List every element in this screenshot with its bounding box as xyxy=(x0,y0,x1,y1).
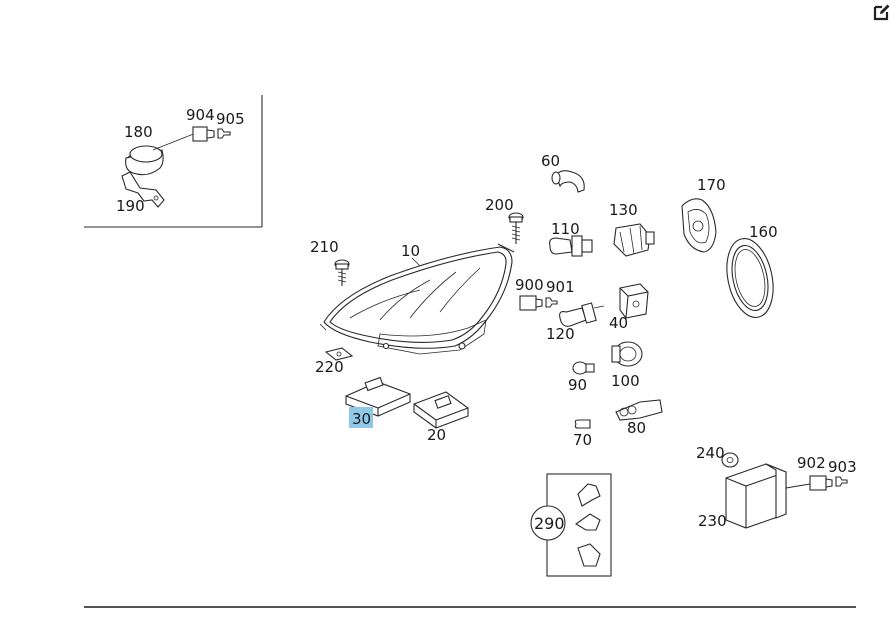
label-110[interactable]: 110 xyxy=(551,220,580,238)
label-70[interactable]: 70 xyxy=(573,431,592,449)
inset-box xyxy=(84,95,263,228)
label-180: 180 xyxy=(124,123,153,141)
label-30[interactable]: 30 xyxy=(352,410,371,428)
label-230[interactable]: 230 xyxy=(698,512,727,530)
part-80-socket[interactable] xyxy=(615,399,663,421)
label-60[interactable]: 60 xyxy=(541,152,560,170)
label-220[interactable]: 220 xyxy=(315,358,344,376)
part-120-bulb[interactable] xyxy=(559,302,605,327)
part-900-connector[interactable] xyxy=(519,295,543,311)
label-210[interactable]: 210 xyxy=(310,238,339,256)
label-903[interactable]: 903 xyxy=(828,458,857,476)
label-120[interactable]: 120 xyxy=(546,325,575,343)
part-130-socket[interactable] xyxy=(613,223,655,257)
part-220-clip[interactable] xyxy=(324,347,354,361)
part-240-washer[interactable] xyxy=(721,452,739,468)
highlight-30 xyxy=(349,407,373,428)
part-70-bulb[interactable] xyxy=(574,419,591,429)
label-902[interactable]: 902 xyxy=(797,454,826,472)
edit-button[interactable] xyxy=(872,2,892,22)
label-200[interactable]: 200 xyxy=(485,196,514,214)
part-170-cap[interactable] xyxy=(681,198,717,253)
label-900[interactable]: 900 xyxy=(515,276,544,294)
label-905: 905 xyxy=(216,110,245,128)
label-160[interactable]: 160 xyxy=(749,223,778,241)
part-40-cover[interactable] xyxy=(619,283,649,319)
part-210-screw[interactable] xyxy=(334,259,350,286)
part-10-headlamp[interactable] xyxy=(319,243,515,355)
part-230-igniter[interactable] xyxy=(725,463,811,529)
part-901-pin[interactable] xyxy=(545,297,558,308)
label-80[interactable]: 80 xyxy=(627,419,646,437)
label-240[interactable]: 240 xyxy=(696,444,725,462)
part-902-connector[interactable] xyxy=(809,475,833,491)
part-20-control-unit[interactable] xyxy=(413,391,469,429)
label-170[interactable]: 170 xyxy=(697,176,726,194)
part-904-connector[interactable] xyxy=(192,126,215,142)
label-190: 190 xyxy=(116,197,145,215)
part-60-elbow[interactable] xyxy=(551,170,585,193)
part-180-housing[interactable] xyxy=(125,132,197,176)
label-130[interactable]: 130 xyxy=(609,201,638,219)
part-200-screw[interactable] xyxy=(508,212,524,244)
label-904: 904 xyxy=(186,106,215,124)
label-290[interactable]: 290 xyxy=(534,514,565,533)
label-90[interactable]: 90 xyxy=(568,376,587,394)
leader-10 xyxy=(411,257,421,267)
part-160-seal[interactable] xyxy=(720,234,780,321)
edit-icon xyxy=(873,4,890,21)
part-290-group[interactable] xyxy=(530,473,612,577)
label-20[interactable]: 20 xyxy=(427,426,446,444)
part-905-pin[interactable] xyxy=(217,128,231,139)
label-901[interactable]: 901 xyxy=(546,278,575,296)
part-190-bracket[interactable] xyxy=(121,171,165,208)
label-100[interactable]: 100 xyxy=(611,372,640,390)
part-100-socket[interactable] xyxy=(611,341,643,367)
label-40[interactable]: 40 xyxy=(609,314,628,332)
part-90-bulb[interactable] xyxy=(572,361,595,375)
label-10[interactable]: 10 xyxy=(401,242,420,260)
part-110-bulb[interactable] xyxy=(549,235,593,257)
part-903-pin[interactable] xyxy=(835,476,848,487)
